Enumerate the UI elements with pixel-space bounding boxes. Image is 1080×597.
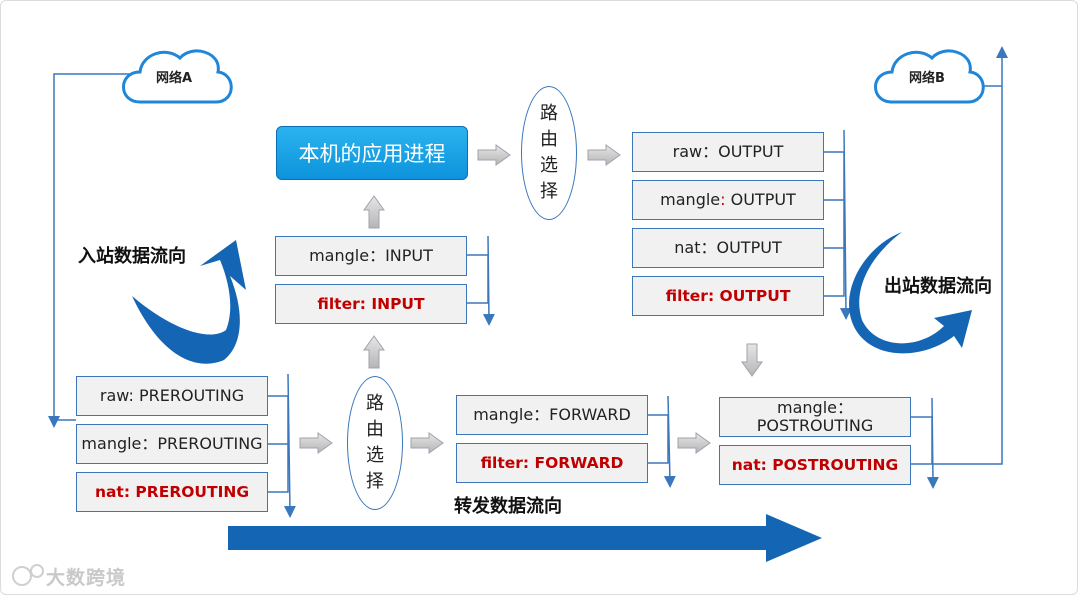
postrouting-mangle-box: mangle： POSTROUTING: [719, 397, 911, 437]
gray-arrow-prerouting-to-routing: [299, 432, 333, 454]
network-a-wire: [48, 73, 130, 428]
output-mangle-colon: :: [720, 190, 726, 209]
input-down-line: [482, 235, 495, 326]
output-mangle-chain: OUTPUT: [725, 190, 796, 209]
forward-filter-box: filter: FORWARD: [456, 443, 648, 483]
postrouting-bracket: [911, 416, 933, 465]
routing-decision-top-label: 路由选择: [540, 103, 558, 202]
cloud-b-icon: [874, 49, 985, 104]
outbound-flow-label: 出站数据流向: [884, 276, 992, 297]
outbound-curve-arrow: [849, 232, 972, 354]
inbound-curve-arrow: [132, 240, 246, 364]
forward-down-line: [663, 395, 676, 488]
output-filter-box: filter: OUTPUT: [632, 276, 824, 316]
gray-arrow-routing-to-forward: [410, 432, 444, 454]
output-mangle-box: mangle: OUTPUT: [632, 180, 824, 220]
output-mangle-table: mangle: [660, 190, 721, 209]
postrouting-nat-box: nat: POSTROUTING: [719, 445, 911, 485]
prerouting-down-line: [283, 373, 296, 518]
input-bracket: [466, 254, 489, 304]
postrouting-mangle-line2: POSTROUTING: [756, 416, 874, 435]
local-app-process-box: 本机的应用进程: [276, 126, 468, 180]
inbound-flow-label: 入站数据流向: [78, 246, 186, 267]
network-b-label: 网络B: [909, 71, 945, 86]
input-mangle-box: mangle：INPUT: [275, 236, 467, 276]
gray-arrow-forward-to-postrouting: [677, 432, 711, 454]
gray-arrow-app-to-routing: [477, 144, 511, 166]
routing-decision-top: 路由选择: [521, 86, 577, 220]
prerouting-bracket: [268, 395, 289, 493]
gray-arrow-input-to-app: [363, 195, 385, 229]
gray-arrow-routing-to-input: [363, 335, 385, 369]
output-nat-box: nat：OUTPUT: [632, 228, 824, 268]
routing-decision-bottom: 路由选择: [347, 376, 403, 510]
watermark-logo-icon: [12, 564, 44, 586]
gray-arrow-output-to-postrouting: [741, 343, 763, 377]
input-filter-box: filter: INPUT: [275, 284, 467, 324]
forward-mangle-box: mangle：FORWARD: [456, 395, 648, 435]
routing-decision-bottom-label: 路由选择: [366, 393, 384, 492]
cloud-a-icon: [122, 49, 233, 104]
output-down-line: [839, 129, 852, 320]
network-a-label: 网络A: [156, 71, 193, 86]
postrouting-to-network-b: [932, 46, 1008, 465]
forward-flow-arrow: [228, 514, 822, 562]
forward-bracket: [648, 414, 669, 464]
prerouting-nat-box: nat: PREROUTING: [76, 472, 268, 512]
prerouting-raw-box: raw: PREROUTING: [76, 376, 268, 416]
prerouting-mangle-box: mangle：PREROUTING: [76, 424, 268, 464]
postrouting-mangle-line1: mangle：: [777, 398, 853, 417]
output-bracket: [824, 151, 845, 297]
watermark-text: 大数跨境: [46, 567, 127, 589]
gray-arrow-routing-to-output: [587, 144, 621, 166]
postrouting-down-line: [926, 397, 939, 489]
forward-flow-label: 转发数据流向: [454, 496, 562, 517]
output-raw-box: raw：OUTPUT: [632, 132, 824, 172]
